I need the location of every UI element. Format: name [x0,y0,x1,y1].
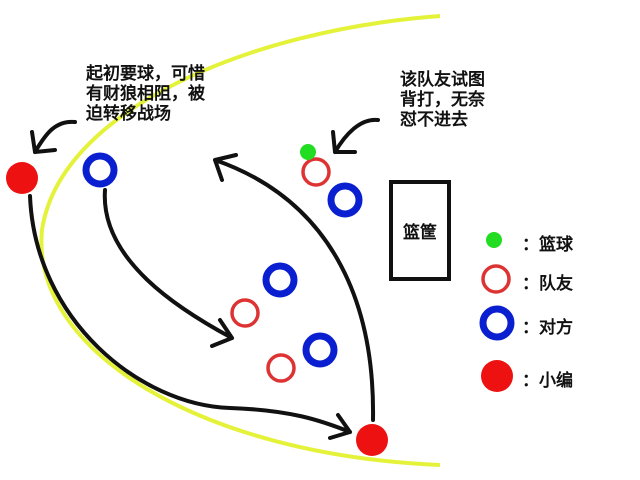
opponent-marker [262,262,298,298]
arrow-author-cut [213,153,376,422]
legend-opponent-label: ：对方 [522,318,573,338]
teammate-marker [230,298,260,328]
hoop-box [389,180,451,281]
legend-author-icon [481,360,513,392]
opponent-marker [327,182,363,218]
arrow-left-note [30,119,77,154]
opponent-marker [82,152,118,188]
teammate-marker [266,353,296,383]
arrow-right-note [331,117,380,154]
arrow-opponent-to-teammate [102,188,234,348]
author-marker [356,424,388,456]
legend-ball-icon [486,232,502,248]
legend-ball-label: ：篮球 [522,235,573,255]
legend-teammate-icon [481,264,511,294]
right-annotation: 该队友试图 背打，无奈 怼不进去 [400,70,485,130]
opponent-marker [302,332,338,368]
arrow-author-path [28,194,352,440]
legend-opponent-icon [479,305,515,341]
three-point-line [39,14,441,467]
author-marker [6,162,38,194]
hoop-label: 篮筐 [403,223,437,243]
legend-author-label: ：小编 [522,371,573,391]
left-annotation: 起初要球，可惜 有财狼相阻，被 迫转移战场 [86,64,205,124]
ball-marker [300,144,316,160]
teammate-marker [301,157,331,187]
legend-teammate-label: ：队友 [522,274,573,294]
